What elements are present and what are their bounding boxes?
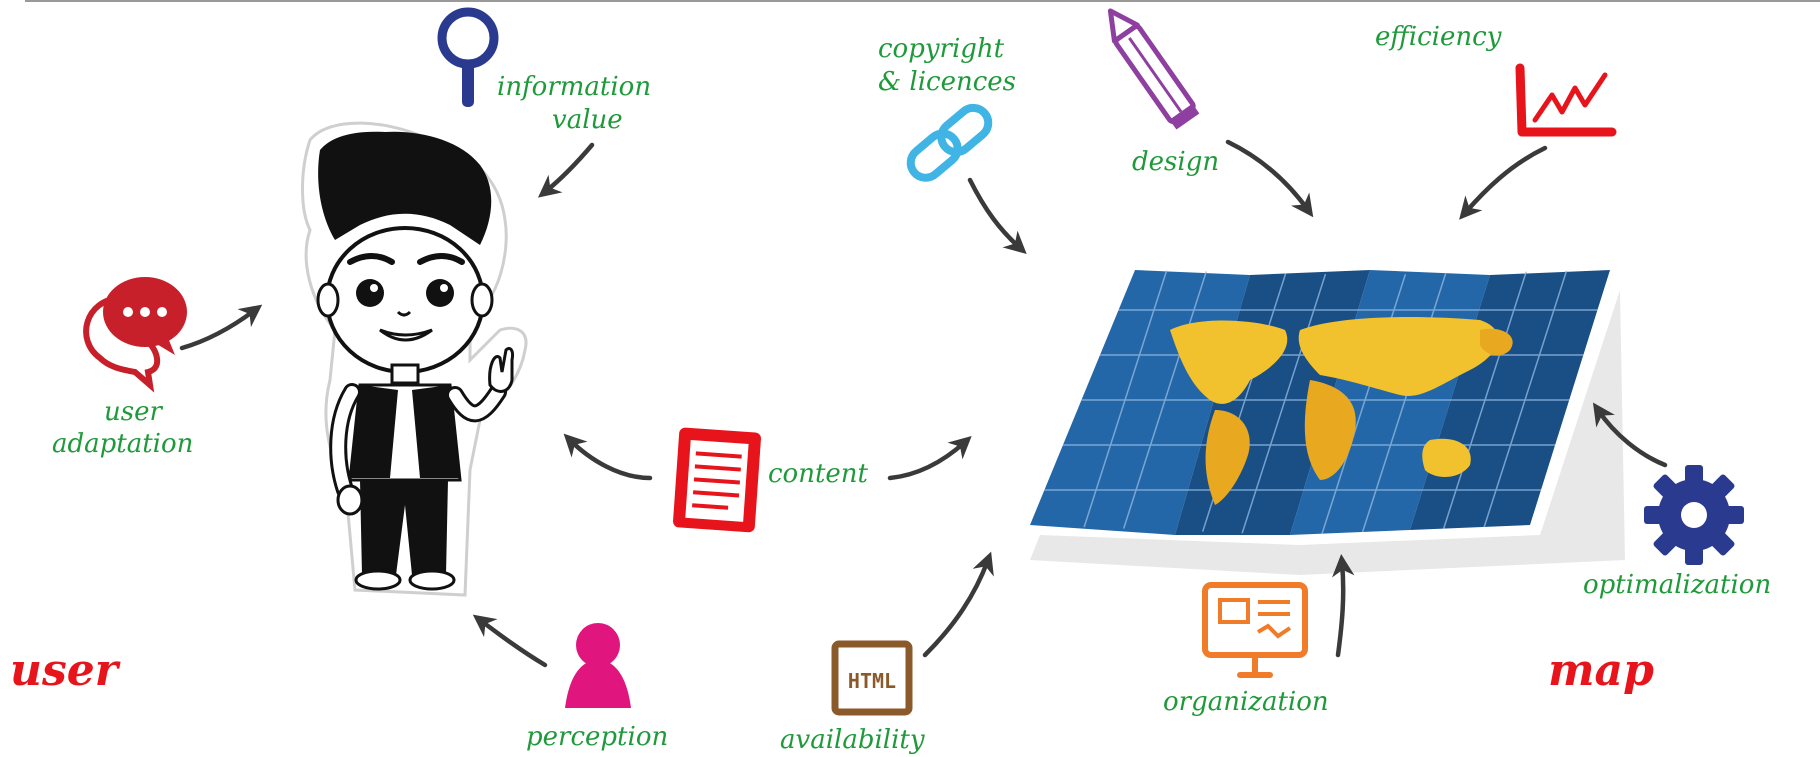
- arrow-optimalization-to-map: [1592, 402, 1668, 468]
- label-optimalization: optimalization: [1583, 570, 1771, 600]
- document-icon: [673, 427, 761, 533]
- label-organization: organization: [1163, 687, 1329, 717]
- label-information: information: [497, 72, 651, 102]
- arrow-adaptation-to-user: [179, 304, 263, 351]
- label-perception: perception: [526, 722, 668, 752]
- arrow-information-to-user: [537, 142, 595, 198]
- gear-icon: [1644, 465, 1744, 565]
- arrow-content-to-user: [563, 433, 653, 481]
- chain-link-icon: [906, 103, 993, 182]
- arrow-content-to-map: [887, 435, 972, 481]
- folded-world-map: [1030, 270, 1625, 575]
- pencil-icon: [1107, 8, 1200, 130]
- html-icon: HTML: [831, 640, 913, 716]
- speech-bubble-icon: [83, 277, 187, 393]
- label-availability: availability: [780, 725, 925, 755]
- label-efficiency: efficiency: [1375, 22, 1502, 52]
- arrow-perception-to-user: [472, 614, 548, 668]
- label-content: content: [768, 459, 869, 489]
- label-copyright: copyright: [878, 34, 1005, 64]
- line-chart-icon: [1515, 63, 1617, 137]
- cartoon-user-illustration: [301, 121, 528, 597]
- title-map: map: [1548, 645, 1654, 696]
- title-user: user: [10, 645, 121, 696]
- magnifier-icon: [437, 7, 499, 107]
- label-user: user: [104, 397, 163, 427]
- presentation-board-icon: [1202, 582, 1308, 678]
- arrow-efficiency-to-map: [1459, 145, 1548, 220]
- arrow-availability-to-map: [922, 551, 994, 658]
- label-adaptation: adaptation: [52, 429, 193, 459]
- label-licences: & licences: [878, 67, 1016, 97]
- arrow-organization-to-map: [1332, 554, 1355, 658]
- person-icon: [565, 623, 631, 708]
- arrow-copyright-to-map: [967, 177, 1027, 255]
- label-design: design: [1132, 147, 1219, 177]
- label-value: value: [552, 105, 623, 135]
- svg-text:HTML: HTML: [848, 669, 896, 693]
- arrow-design-to-map: [1225, 139, 1314, 218]
